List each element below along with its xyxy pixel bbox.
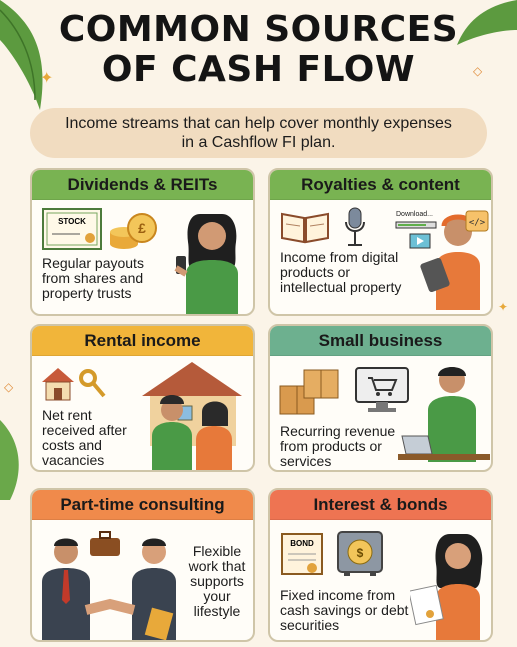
card-description: Net rent received after costs and vacanc… bbox=[42, 407, 127, 468]
svg-text:$: $ bbox=[357, 546, 364, 560]
card-part-time-consulting: Part-time consulting Flexible work that … bbox=[30, 488, 255, 642]
card-description: Regular payouts from shares and property… bbox=[42, 255, 144, 301]
card-description: Fixed income from cash savings or debt s… bbox=[280, 587, 409, 633]
person-phone-icon bbox=[174, 214, 238, 314]
code-icon: </> bbox=[465, 210, 489, 232]
book-icon bbox=[281, 212, 329, 244]
subtitle: Income streams that can help cover month… bbox=[30, 108, 487, 158]
microphone-icon bbox=[345, 207, 365, 246]
svg-text:£: £ bbox=[138, 220, 146, 236]
bond-scroll-icon: BOND bbox=[281, 533, 323, 575]
sparkle-icon: ◇ bbox=[4, 380, 14, 394]
sparkle-icon: ◇ bbox=[473, 64, 483, 78]
briefcase-icon bbox=[90, 531, 120, 556]
card-title: Part-time consulting bbox=[32, 490, 253, 520]
palm-leaf-bottom-left-icon bbox=[0, 420, 19, 500]
stock-label: STOCK bbox=[58, 217, 86, 226]
stock-certificate-icon: STOCK bbox=[42, 208, 102, 250]
card-title: Small business bbox=[270, 326, 491, 356]
card-title: Dividends & REITs bbox=[32, 170, 253, 200]
cart-monitor-icon bbox=[355, 367, 409, 412]
bond-label: BOND bbox=[290, 539, 314, 548]
card-title: Royalties & content bbox=[270, 170, 491, 200]
card-description: Flexible work that supports your lifesty… bbox=[188, 543, 246, 619]
page-title: COMMON SOURCES OF CASH FLOW bbox=[58, 9, 459, 90]
card-rental-income: Rental income Net rent received after co… bbox=[30, 324, 255, 472]
house-key-icon bbox=[42, 368, 106, 401]
palm-leaf-right-icon bbox=[457, 0, 517, 45]
card-interest-bonds: Interest & bonds BOND $ Fixed income fro… bbox=[268, 488, 493, 642]
svg-text:</>: </> bbox=[469, 218, 486, 228]
palm-leaf-left-icon bbox=[0, 0, 43, 110]
coin-stack-icon: £ bbox=[110, 213, 157, 249]
card-title: Rental income bbox=[32, 326, 253, 356]
safe-icon: $ bbox=[337, 531, 383, 576]
couple-house-icon bbox=[142, 362, 242, 470]
person-certificate-icon bbox=[410, 534, 483, 640]
sparkle-icon: ✦ bbox=[498, 300, 509, 314]
laptop-icon bbox=[395, 221, 437, 249]
person-laptop-icon bbox=[398, 367, 490, 462]
sparkle-icon: ✦ bbox=[40, 70, 54, 87]
card-description: Income from digital products or intellec… bbox=[280, 249, 402, 295]
boxes-icon bbox=[279, 369, 339, 415]
handshake-icon bbox=[42, 538, 176, 640]
tablet-icon bbox=[420, 214, 480, 310]
card-description: Recurring revenue from products or servi… bbox=[280, 423, 396, 469]
card-title: Interest & bonds bbox=[270, 490, 491, 520]
download-label: Download... bbox=[396, 211, 433, 218]
card-small-business: Small business Recurring revenue from pr… bbox=[268, 324, 493, 472]
card-dividends-reits: Dividends & REITs STOCK £ Regular payout… bbox=[30, 168, 255, 316]
card-royalties-content: Royalties & content Download... </> Inco… bbox=[268, 168, 493, 316]
